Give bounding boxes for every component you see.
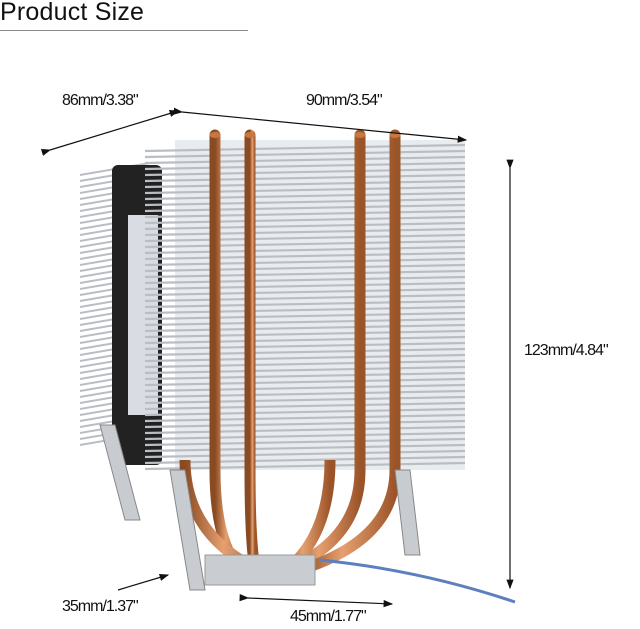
- fin: [144, 203, 466, 213]
- fin: [144, 383, 466, 393]
- fin: [144, 209, 466, 219]
- base-width-arrow: [239, 594, 394, 608]
- base-offset-label: 35mm/1.37": [62, 598, 139, 615]
- fin: [144, 419, 466, 429]
- fin: [144, 149, 466, 159]
- fin: [144, 197, 466, 207]
- fin: [144, 269, 466, 279]
- heatpipe: [244, 129, 261, 576]
- fan-cable: [319, 558, 516, 604]
- fin: [144, 329, 466, 339]
- title-underline: [0, 30, 248, 31]
- fin: [144, 257, 466, 267]
- section-title: Product Size: [0, 0, 145, 26]
- fin: [144, 365, 466, 375]
- base-width-label: 45mm/1.77": [290, 608, 367, 625]
- depth-label: 86mm/3.38": [62, 92, 139, 109]
- width-arrow: [173, 107, 468, 143]
- fin: [144, 281, 466, 291]
- fin: [144, 443, 466, 453]
- fin: [144, 335, 466, 345]
- fin: [144, 215, 466, 225]
- base-offset-arrow: [117, 573, 170, 591]
- fin: [144, 227, 466, 237]
- fin: [144, 395, 466, 405]
- fin: [144, 323, 466, 333]
- fin: [144, 407, 466, 417]
- heatpipe-cap: [209, 132, 221, 138]
- width-label: 90mm/3.54": [306, 92, 383, 109]
- fin: [144, 293, 466, 303]
- fin: [144, 455, 466, 465]
- fin: [144, 347, 466, 357]
- fin: [144, 353, 466, 363]
- fin: [144, 287, 466, 297]
- fin: [144, 311, 466, 321]
- height-label: 123mm/4.84": [524, 342, 609, 359]
- fin: [144, 341, 466, 351]
- fin: [144, 239, 466, 249]
- fin: [144, 221, 466, 231]
- fin: [144, 179, 466, 189]
- fin: [144, 371, 466, 381]
- fin: [144, 431, 466, 441]
- heatpipe-cap: [244, 132, 256, 138]
- fin: [144, 401, 466, 411]
- fin: [144, 299, 466, 309]
- fin: [144, 461, 466, 471]
- fin: [144, 389, 466, 399]
- fin: [144, 251, 466, 261]
- fin: [144, 263, 466, 273]
- dimension-arrows: [40, 107, 514, 608]
- fin: [144, 275, 466, 285]
- fin: [144, 317, 466, 327]
- front-fin-stack: [144, 140, 466, 471]
- fin: [144, 233, 466, 243]
- fin: [144, 155, 466, 165]
- fin: [144, 143, 466, 153]
- fin: [144, 449, 466, 459]
- heatpipe-cap: [354, 132, 366, 138]
- depth-arrow: [40, 110, 180, 156]
- fin: [144, 377, 466, 387]
- fin: [144, 437, 466, 447]
- fin: [144, 167, 466, 177]
- base-plate: [99, 424, 421, 591]
- fin: [144, 425, 466, 435]
- fin: [144, 245, 466, 255]
- fin: [144, 185, 466, 195]
- fin: [144, 173, 466, 183]
- fin: [144, 359, 466, 369]
- fin: [144, 305, 466, 315]
- fin: [144, 161, 466, 171]
- fin: [144, 191, 466, 201]
- fin: [144, 413, 466, 423]
